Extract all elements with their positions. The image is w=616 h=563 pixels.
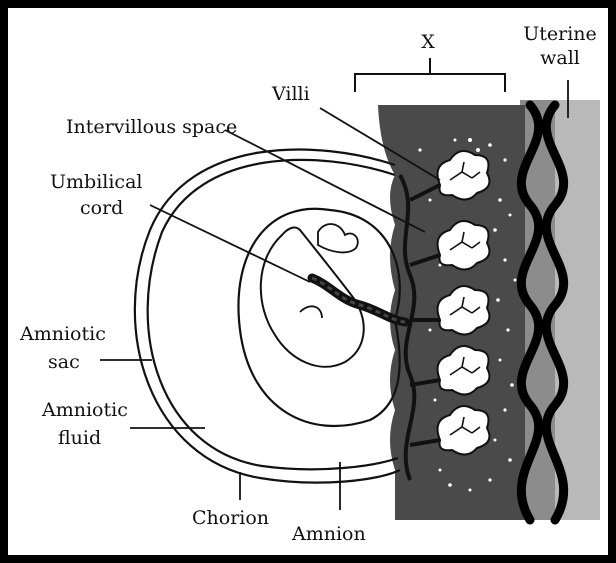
label-uterine-line2: wall	[540, 47, 580, 69]
label-umbilical-line2: cord	[80, 197, 123, 219]
label-x: X	[421, 31, 435, 53]
label-amniotic-fluid-line2: fluid	[58, 427, 101, 449]
label-amnion: Amnion	[291, 523, 366, 545]
label-chorion: Chorion	[192, 507, 269, 529]
label-amniotic-sac-line1: Amniotic	[19, 323, 106, 345]
label-intervillous-space: Intervillous space	[66, 116, 237, 138]
label-amniotic-fluid-line1: Amniotic	[41, 399, 128, 421]
bracket-x	[355, 58, 505, 92]
label-villi: Villi	[271, 83, 310, 105]
label-amniotic-sac-line2: sac	[48, 351, 80, 373]
fetus-hand	[318, 224, 358, 252]
label-umbilical-line1: Umbilical	[50, 171, 142, 193]
label-uterine-line1: Uterine	[523, 23, 597, 45]
